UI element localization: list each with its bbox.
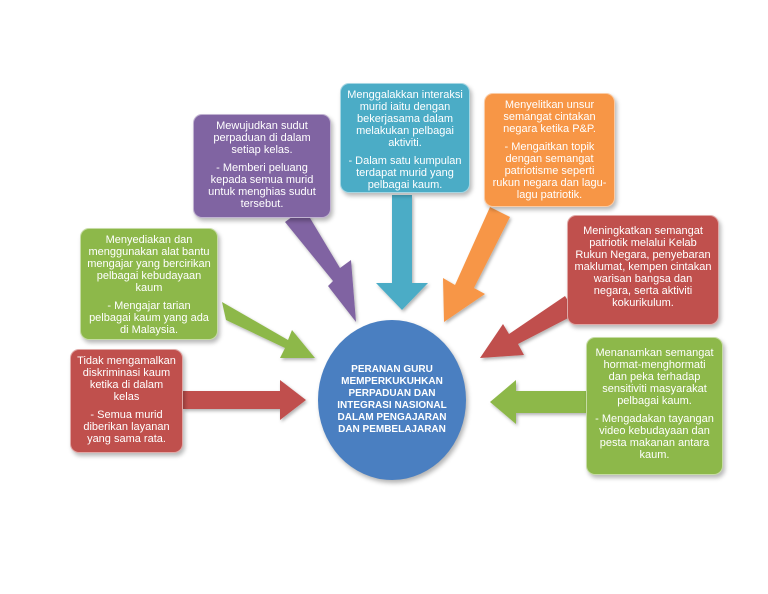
center-title: PERANAN GURU MEMPERKUKUHKAN PERPADUAN DA… — [337, 364, 447, 435]
arrow-green-left — [222, 302, 315, 358]
arrow-purple — [285, 208, 356, 322]
box-green-left: Menyediakan dan menggunakan alat bantu m… — [80, 228, 218, 340]
box-red-right: Meningkatkan semangat patriotik melalui … — [567, 215, 719, 325]
box-orange-text-1: Menyelitkan unsur semangat cintakan nega… — [503, 99, 596, 135]
box-teal: Menggalakkan interaksi murid iaitu denga… — [340, 83, 470, 193]
arrow-red-left — [183, 380, 306, 420]
box-green-right-text-2: - Mengadakan tayangan video kebudayaan d… — [595, 413, 714, 461]
arrow-green-right — [490, 380, 586, 424]
box-purple: Mewujudkan sudut perpaduan di dalam seti… — [193, 114, 331, 218]
arrow-red-right — [480, 296, 576, 358]
box-teal-text-2: - Dalam satu kumpulan terdapat murid yan… — [348, 155, 462, 191]
box-orange-text-2: - Mengaitkan topik dengan semangat patri… — [492, 141, 607, 201]
box-green-right: Menanamkan semangat hormat-menghormati d… — [586, 337, 723, 475]
box-purple-text-2: - Memberi peluang kepada semua murid unt… — [208, 162, 316, 210]
arrow-teal — [376, 195, 428, 310]
box-teal-text-1: Menggalakkan interaksi murid iaitu denga… — [347, 89, 463, 149]
box-red-left-text-1: Tidak mengamalkan diskriminasi kaum keti… — [77, 355, 176, 403]
center-circle: PERANAN GURU MEMPERKUKUHKAN PERPADUAN DA… — [318, 320, 466, 480]
arrow-orange — [443, 207, 510, 322]
box-red-left: Tidak mengamalkan diskriminasi kaum keti… — [70, 349, 183, 453]
box-orange: Menyelitkan unsur semangat cintakan nega… — [484, 93, 615, 207]
box-green-left-text-1: Menyediakan dan menggunakan alat bantu m… — [87, 234, 211, 294]
box-green-left-text-2: - Mengajar tarian pelbagai kaum yang ada… — [89, 300, 209, 336]
box-purple-text-1: Mewujudkan sudut perpaduan di dalam seti… — [213, 120, 311, 156]
box-green-right-text-1: Menanamkan semangat hormat-menghormati d… — [595, 347, 714, 407]
box-red-right-text-1: Meningkatkan semangat patriotik melalui … — [574, 225, 712, 309]
box-red-left-text-2: - Semua murid diberikan layanan yang sam… — [83, 409, 170, 445]
